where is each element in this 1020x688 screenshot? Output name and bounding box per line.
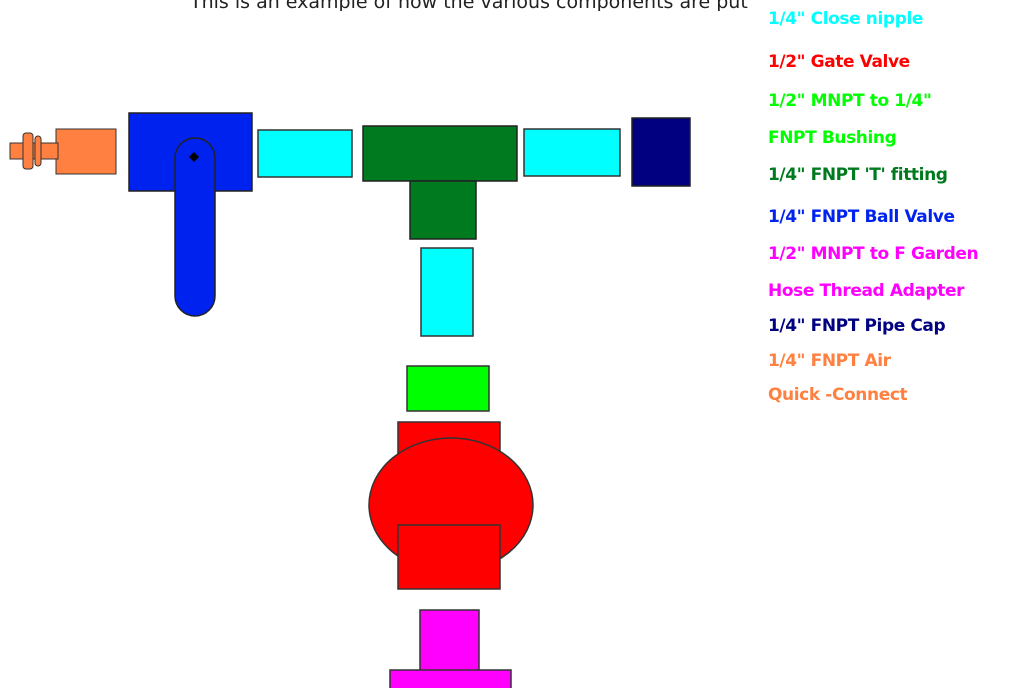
hose-thread-adapter <box>389 609 512 688</box>
hose-adapter-neck <box>419 609 480 673</box>
legend-air-line2: Quick -Connect <box>768 385 908 405</box>
tee-fitting-run <box>362 125 518 182</box>
legend-ball-valve: 1/4" FNPT Ball Valve <box>768 207 955 227</box>
ball-valve-pivot-icon <box>189 152 199 162</box>
legend-bushing-line2: FNPT Bushing <box>768 128 897 148</box>
gate-valve-bottom-port <box>397 524 501 590</box>
pipe-cap <box>631 117 691 187</box>
legend-close-nipple: 1/4" Close nipple <box>768 9 924 29</box>
legend-gate-valve: 1/2" Gate Valve <box>768 52 910 72</box>
legend-air-line1: 1/4" FNPT Air <box>768 351 891 371</box>
close-nipple-right <box>523 128 621 177</box>
tee-fitting-branch <box>409 180 477 240</box>
air-quick-connect <box>9 128 117 175</box>
tee-fitting <box>362 125 518 240</box>
fitting-diagram <box>9 112 691 688</box>
legend-hose-adapter-line1: 1/2" MNPT to F Garden <box>768 244 979 264</box>
close-nipple-left <box>257 129 353 178</box>
ball-valve-handle <box>174 137 216 317</box>
hose-adapter-flange <box>389 669 512 688</box>
air-quick-connect-stem <box>9 142 59 160</box>
air-quick-connect-body <box>55 128 117 175</box>
legend-pipe-cap: 1/4" FNPT Pipe Cap <box>768 316 946 336</box>
legend-bushing-line1: 1/2" MNPT to 1/4" <box>768 91 932 111</box>
air-quick-connect-collar-2 <box>34 135 42 167</box>
air-quick-connect-collar-1 <box>22 132 34 170</box>
legend-tee-fitting: 1/4" FNPT 'T' fitting <box>768 165 948 185</box>
diagram-caption: This is an example of how the various co… <box>190 0 750 11</box>
legend-hose-adapter-line2: Hose Thread Adapter <box>768 281 965 301</box>
gate-valve <box>368 421 534 590</box>
bushing <box>406 365 490 412</box>
ball-valve <box>128 112 253 317</box>
close-nipple-vertical <box>420 247 474 337</box>
